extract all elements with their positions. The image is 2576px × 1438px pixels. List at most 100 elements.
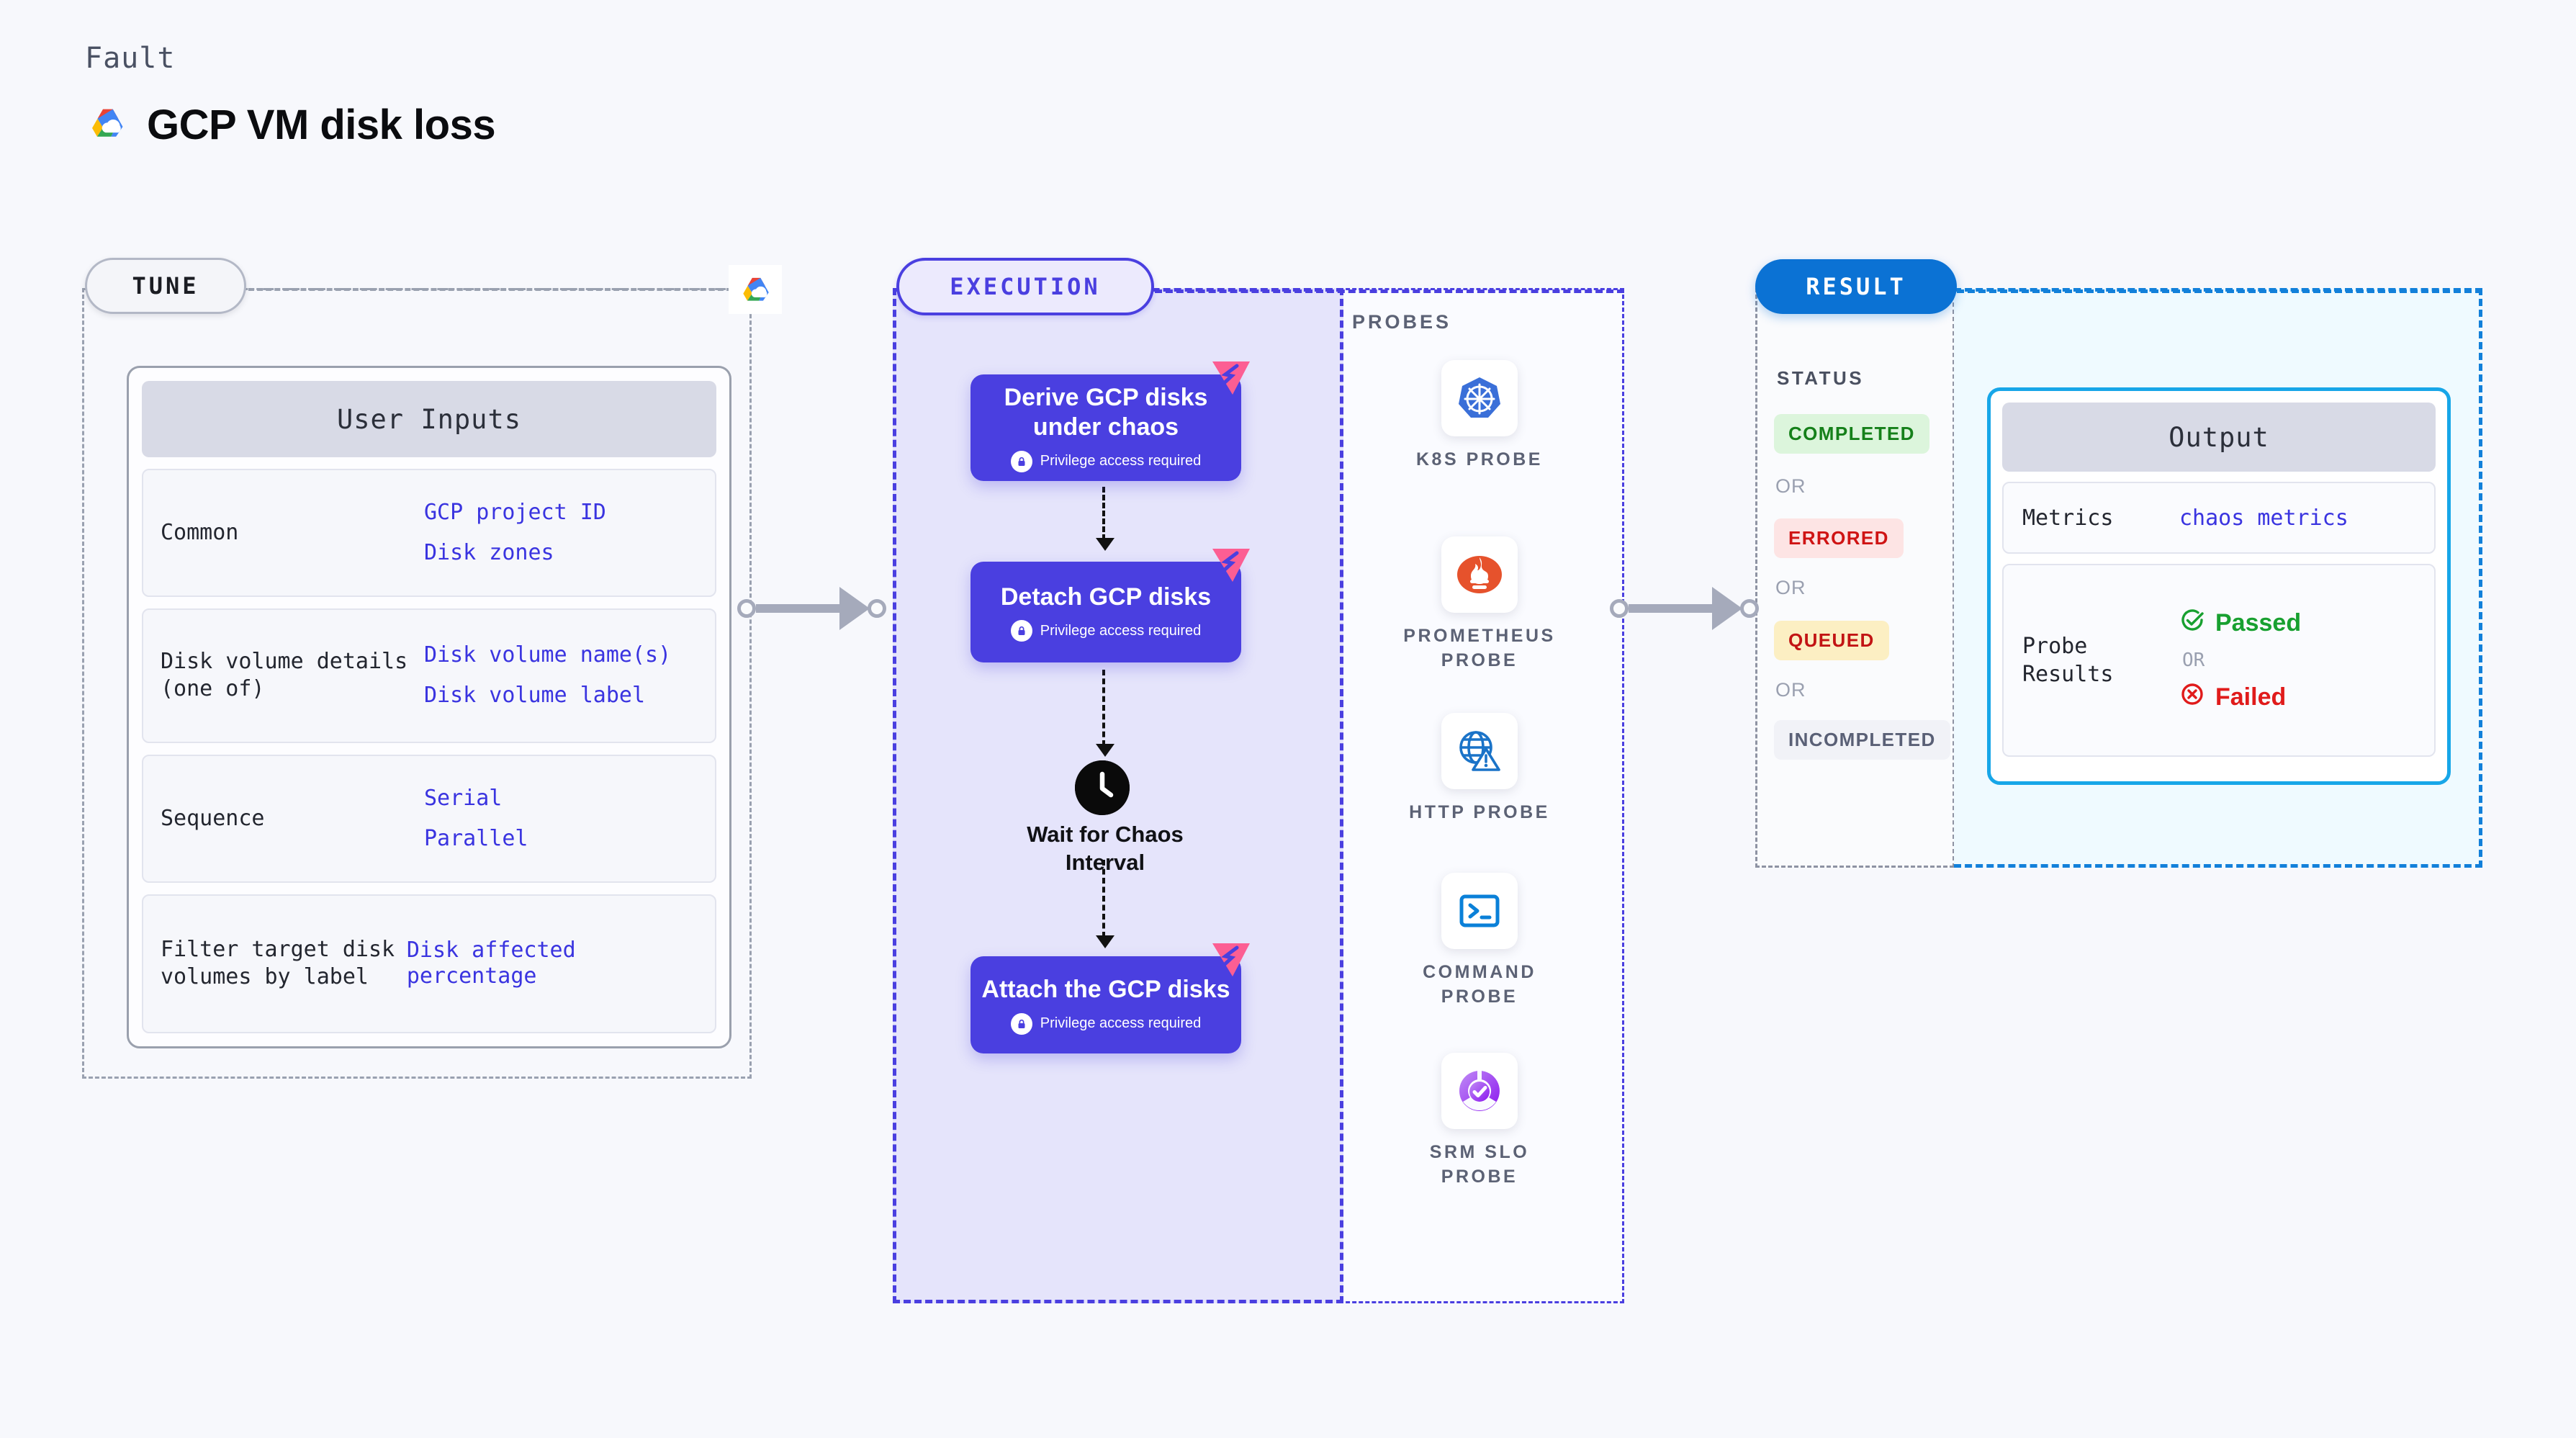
status-badge-incompleted: INCOMPLETED <box>1774 720 1950 760</box>
execution-pill[interactable]: EXECUTION <box>896 258 1154 315</box>
input-row-sequence[interactable]: Sequence Serial Parallel <box>142 755 716 883</box>
probe-label: SRM SLO PROBE <box>1429 1142 1530 1187</box>
probe-result-or-label: OR <box>2182 650 2205 671</box>
prometheus-icon <box>1441 536 1518 613</box>
tune-gcp-badge-icon <box>729 265 782 314</box>
connector-arrowhead-icon <box>1712 587 1742 630</box>
input-row-values: Disk affected percentage <box>407 938 698 989</box>
output-row-key: Metrics <box>2022 505 2114 531</box>
probe-label: K8S PROBE <box>1416 449 1543 469</box>
output-row-value[interactable]: chaos metrics <box>2179 505 2348 531</box>
execution-step-detach-disks[interactable]: Detach GCP disks Privilege access requir… <box>970 549 1250 662</box>
probe-item-k8s[interactable]: K8S PROBE <box>1400 360 1559 472</box>
input-row-values: Serial Parallel <box>424 786 528 852</box>
output-row-probe-results: Probe Results Passed OR <box>2002 564 2436 757</box>
flow-arrow-icon <box>1096 487 1114 551</box>
probe-label: PROMETHEUS PROBE <box>1403 626 1556 670</box>
lock-icon <box>1010 450 1032 472</box>
probe-result-label: Failed <box>2215 683 2287 711</box>
probe-item-prometheus[interactable]: PROMETHEUS PROBE <box>1400 536 1559 673</box>
chaos-mark-icon <box>1208 940 1253 981</box>
page-title-row: GCP VM disk loss <box>85 101 496 149</box>
input-row-disk-volume-details[interactable]: Disk volume details (one of) Disk volume… <box>142 608 716 744</box>
page-kicker: Fault <box>85 42 176 75</box>
probe-result-failed: Failed <box>2179 681 2301 714</box>
input-row-values: GCP project ID Disk zones <box>424 500 606 566</box>
step-privilege-note: Privilege access required <box>1010 450 1202 472</box>
step-note-text: Privilege access required <box>1040 1015 1202 1032</box>
probes-label: PROBES <box>1352 311 1452 333</box>
status-badge-queued: QUEUED <box>1774 621 1889 660</box>
connector-end-dot <box>868 599 886 618</box>
input-value[interactable]: Disk volume label <box>424 683 646 709</box>
output-row-key: Probe Results <box>2022 634 2114 687</box>
status-label: STATUS <box>1777 367 1865 389</box>
status-or-label: OR <box>1775 475 1806 497</box>
input-row-common[interactable]: Common GCP project ID Disk zones <box>142 469 716 597</box>
terminal-icon <box>1441 873 1518 949</box>
result-connector-line <box>1957 289 2482 293</box>
output-row-metrics[interactable]: Metrics chaos metrics <box>2002 482 2436 554</box>
connector-bar <box>756 604 839 613</box>
step-title: Derive GCP disks under chaos <box>1004 384 1208 441</box>
connector-tune-to-execution <box>737 587 886 630</box>
result-pill[interactable]: RESULT <box>1755 259 1957 314</box>
probe-label: COMMAND PROBE <box>1423 962 1536 1007</box>
input-row-key: Disk volume details (one of) <box>161 649 408 702</box>
input-value[interactable]: Disk volume name(s) <box>424 642 672 668</box>
step-privilege-note: Privilege access required <box>1010 1012 1202 1035</box>
step-privilege-note: Privilege access required <box>1010 620 1202 642</box>
step-title: Attach the GCP disks <box>981 976 1230 1004</box>
input-row-key: Common <box>161 519 239 545</box>
wait-node-label: Wait for Chaos Interval <box>1027 822 1184 875</box>
probe-item-srm-slo[interactable]: SRM SLO PROBE <box>1400 1053 1559 1190</box>
gcp-logo-icon <box>85 103 128 147</box>
connector-end-dot <box>1740 599 1759 618</box>
connector-arrowhead-icon <box>839 587 870 630</box>
input-value[interactable]: Serial <box>424 785 503 811</box>
input-value[interactable]: Disk affected percentage <box>406 938 576 989</box>
page-title: GCP VM disk loss <box>147 102 496 148</box>
input-value[interactable]: GCP project ID <box>424 499 606 525</box>
input-value[interactable]: Parallel <box>424 825 528 851</box>
lock-icon <box>1010 620 1032 642</box>
connector-start-dot <box>737 599 756 618</box>
srm-slo-icon <box>1441 1053 1518 1129</box>
tune-pill[interactable]: TUNE <box>85 258 246 314</box>
chaos-mark-icon <box>1208 546 1253 586</box>
probe-label: HTTP PROBE <box>1409 802 1550 822</box>
execution-step-attach-disks[interactable]: Attach the GCP disks Privilege access re… <box>970 943 1250 1053</box>
probe-result-label: Passed <box>2215 609 2302 637</box>
step-note-text: Privilege access required <box>1040 453 1202 469</box>
flow-arrow-icon <box>1096 670 1114 757</box>
execution-step-derive-disks[interactable]: Derive GCP disks under chaos Privilege a… <box>970 361 1250 481</box>
probes-panel <box>1339 288 1624 1303</box>
connector-bar <box>1629 604 1712 613</box>
connector-execution-to-result <box>1610 587 1759 630</box>
input-row-key: Filter target disk volumes by label <box>161 936 395 990</box>
x-circle-icon <box>2179 681 2205 714</box>
status-badge-errored: ERRORED <box>1774 518 1904 558</box>
status-or-label: OR <box>1775 679 1806 701</box>
user-inputs-header: User Inputs <box>142 381 716 458</box>
tune-connector-line <box>248 288 732 291</box>
check-circle-icon <box>2179 607 2205 639</box>
input-value[interactable]: Disk zones <box>424 539 554 565</box>
connector-start-dot <box>1610 599 1629 618</box>
input-row-filter-by-label[interactable]: Filter target disk volumes by label Disk… <box>142 894 716 1033</box>
input-row-key: Sequence <box>161 805 265 831</box>
output-card: Output Metrics chaos metrics Probe Resul… <box>1987 387 2451 785</box>
kubernetes-icon <box>1441 360 1518 436</box>
step-note-text: Privilege access required <box>1040 622 1202 639</box>
flow-arrow-icon <box>1096 860 1114 948</box>
lock-icon <box>1010 1012 1032 1035</box>
step-title: Detach GCP disks <box>1000 583 1212 611</box>
result-status-panel <box>1755 288 1954 868</box>
output-row-value: Passed OR Failed <box>2179 607 2301 714</box>
chaos-mark-icon <box>1208 359 1253 399</box>
output-header: Output <box>2002 403 2436 472</box>
probe-item-http[interactable]: HTTP PROBE <box>1400 713 1559 825</box>
input-row-values: Disk volume name(s) Disk volume label <box>424 642 671 709</box>
status-badge-completed: COMPLETED <box>1774 414 1929 454</box>
probe-item-command[interactable]: COMMAND PROBE <box>1400 873 1559 1010</box>
